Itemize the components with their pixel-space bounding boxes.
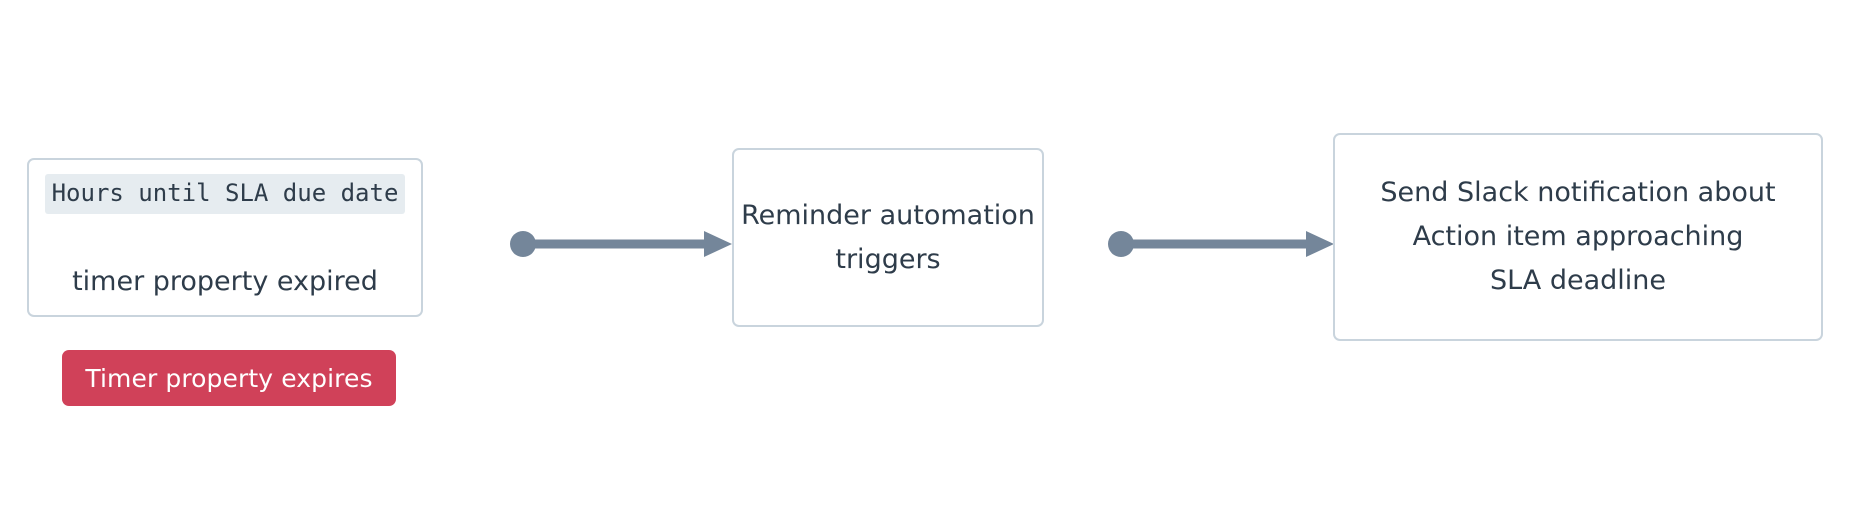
node-timer-property-expired[interactable]: Hours until SLA due date timer property …: [27, 158, 423, 317]
node-trigger-subtext: timer property expired: [72, 266, 378, 298]
connector-arrowhead-icon: [1306, 231, 1334, 257]
node-action-text: Send Slack notification about Action ite…: [1380, 177, 1776, 296]
connector-automation-to-action: [1108, 231, 1334, 257]
connector-arrowhead-icon: [704, 231, 732, 257]
node-trigger-text: Hours until SLA due date timer property …: [29, 127, 421, 348]
node-send-slack-notification[interactable]: Send Slack notification about Action ite…: [1333, 133, 1823, 341]
node-reminder-automation[interactable]: Reminder automation triggers: [732, 148, 1044, 327]
connector-trigger-to-automation: [510, 231, 732, 257]
code-chip-line: Hours until SLA due date: [29, 171, 421, 215]
status-badge-timer-property-expires[interactable]: Timer property expires: [62, 350, 396, 406]
node-automation-text: Reminder automation triggers: [741, 199, 1035, 275]
sla-property-code-chip: Hours until SLA due date: [44, 173, 406, 214]
